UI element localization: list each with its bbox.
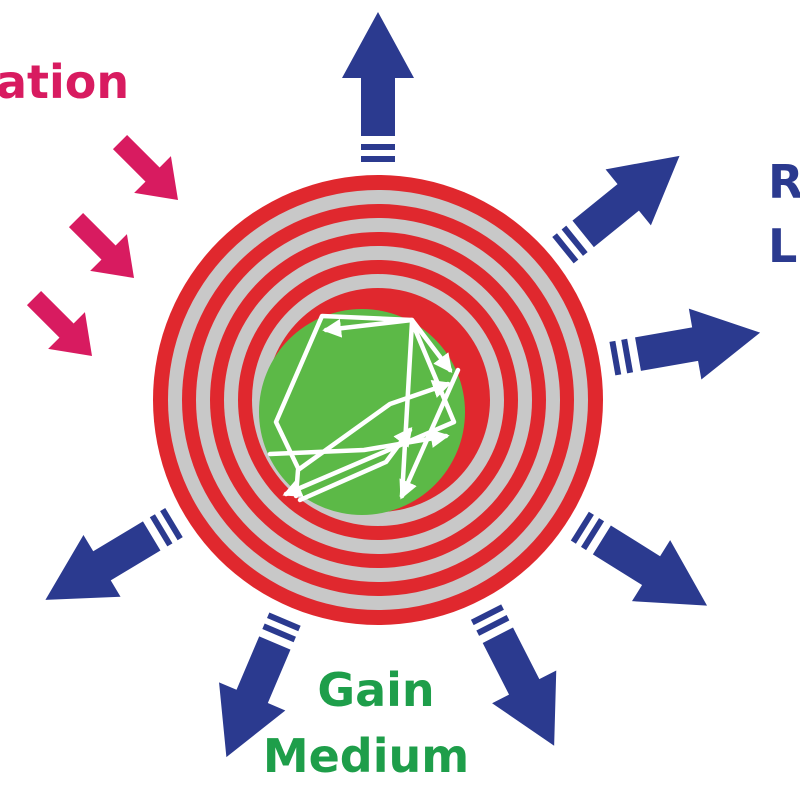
output-arrow-dash <box>160 508 183 541</box>
output-arrow-dash <box>149 514 173 547</box>
pump-arrow <box>26 290 92 356</box>
output-arrow <box>470 604 557 746</box>
output-arrow-body <box>219 636 291 758</box>
pump-arrow-body <box>26 290 92 356</box>
output-arrow-dash <box>262 623 296 643</box>
pump-arrow <box>112 134 178 200</box>
pump-arrows <box>26 134 178 356</box>
output-arrow-dash <box>561 225 588 256</box>
output-arrow-dash <box>621 338 634 374</box>
output-arrow-dash <box>570 511 594 544</box>
gain-medium-label-line1: Gain <box>317 663 434 717</box>
output-arrow-dash <box>476 615 510 636</box>
output-arrow-body <box>572 155 680 248</box>
output-arrow-body <box>342 12 414 136</box>
output-arrows <box>45 12 761 758</box>
output-label-line1: R <box>768 155 800 209</box>
output-arrow-body <box>45 521 161 600</box>
pump-arrow-body <box>68 212 134 278</box>
pump-arrow-body <box>112 134 178 200</box>
output-arrow <box>219 612 301 758</box>
resonator-rings <box>153 175 603 625</box>
output-arrow <box>552 155 680 264</box>
output-arrow <box>570 511 708 606</box>
output-label-line2: L <box>768 219 797 273</box>
output-arrow <box>342 12 414 162</box>
light-rays <box>267 313 461 503</box>
output-arrow <box>45 508 183 600</box>
pump-arrow <box>68 212 134 278</box>
ray-path-5 <box>293 379 452 499</box>
output-arrow-dash <box>552 233 579 264</box>
ray-path-7 <box>297 426 413 503</box>
output-arrow-dash <box>361 156 395 162</box>
output-arrow-dash <box>581 518 605 551</box>
output-arrow-body <box>635 308 761 380</box>
output-arrow-dash <box>267 612 301 632</box>
gain-medium-disc <box>259 309 465 515</box>
ray-path-6 <box>267 429 450 457</box>
output-arrow-body <box>482 627 557 746</box>
output-arrow-dash <box>470 604 504 626</box>
output-arrow-body <box>592 525 708 606</box>
ray-path-4 <box>282 319 457 499</box>
ray-path-2 <box>322 317 415 338</box>
pump-label: ation <box>0 55 129 109</box>
output-arrow-dash <box>609 340 622 376</box>
ray-path-1 <box>273 313 453 471</box>
output-arrow-dash <box>361 144 395 150</box>
gain-medium-label-line2: Medium <box>263 729 469 783</box>
output-arrow <box>609 308 761 380</box>
